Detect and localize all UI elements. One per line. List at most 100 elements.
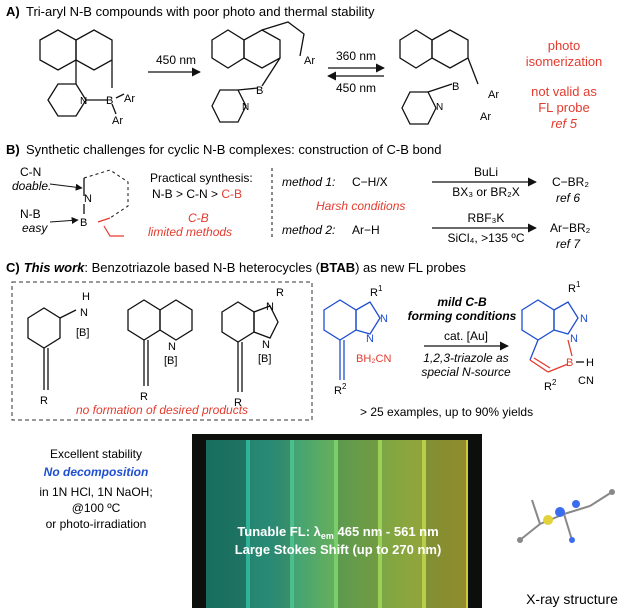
m1-reagent-top: BuLi (474, 165, 498, 179)
atom-n-plus: N (80, 96, 87, 107)
atom-b-sketch: B (80, 217, 87, 229)
atom-b-a2: B (256, 85, 263, 97)
bh2cn-label: BH₂CN (356, 353, 391, 365)
r2-reactant: R2 (334, 382, 347, 397)
substrate-benzimidazole: R R N N [B] (221, 287, 284, 409)
molecule-a1: N B Ar Ar (39, 29, 135, 127)
m2-ref: ref 7 (556, 237, 581, 251)
atom-b: B (106, 95, 113, 107)
fluorescence-photo: Tunable FL: λem 465 nm - 561 nm Large St… (192, 434, 482, 608)
xray-label: X-ray structure (526, 591, 618, 607)
m1-product: C−BR₂ (552, 175, 589, 189)
m2-reagent-bottom: SiCl₄, >135 ºC (448, 231, 525, 245)
molecule-a3: B N Ar Ar (399, 29, 499, 125)
examples-text: > 25 examples, up to 90% yields (360, 405, 533, 419)
harsh-conditions: Harsh conditions (316, 199, 405, 213)
section-b: B) Synthetic challenges for cyclic N-B c… (6, 142, 591, 251)
section-b-title: Synthetic challenges for cyclic N-B comp… (26, 142, 441, 157)
btab-reactant: R1 N N BH₂CN R2 (323, 284, 391, 397)
cn-note: doable. (12, 179, 51, 193)
substrate-quinoline: R N [B] (127, 299, 193, 403)
tunable-fl: Tunable FL: λem 465 nm - 561 nm (237, 524, 438, 541)
method2-label: method 2: (282, 223, 335, 237)
b-sub2: [B] (164, 355, 177, 367)
r2-product: R2 (544, 378, 557, 393)
cb-note: limited methods (148, 225, 232, 239)
arrow-label-450b: 450 nm (336, 81, 376, 95)
nb-label: N-B (20, 207, 41, 221)
atom-ar-2: Ar (112, 115, 123, 127)
b-product: B (566, 357, 573, 369)
bottom-section: Excellent stability No decomposition in … (39, 434, 618, 608)
atom-n-a3: N (436, 102, 443, 113)
section-b-letter: B) (6, 142, 20, 157)
atom-ar-1: Ar (124, 93, 135, 105)
n-top-sub3: N (266, 301, 274, 313)
n-sub1: N (80, 307, 88, 319)
nb-note: easy (22, 221, 48, 235)
r1-product: R1 (568, 280, 581, 295)
section-c: C)This work: Benzotriazole based N-B het… (6, 260, 594, 421)
xray-structure (517, 489, 615, 543)
m2-reagent-top: RBF₃K (468, 211, 505, 225)
cn-label: C-N (20, 165, 41, 179)
cyclic-nb-sketch: N B (49, 169, 129, 237)
atom-n: N (84, 193, 92, 205)
r1-reactant: R1 (370, 284, 383, 299)
r-sub2: R (140, 391, 148, 403)
method1-sub: C−H/X (352, 175, 388, 189)
side-ref-5: ref 5 (551, 116, 578, 131)
atom-ar-a2: Ar (304, 55, 315, 67)
catalyst-label: cat. [Au] (444, 329, 488, 343)
side-fl-probe: FL probe (538, 100, 590, 115)
section-c-title: C)This work: Benzotriazole based N-B het… (6, 260, 466, 275)
atom-ar-a3a: Ar (488, 89, 499, 101)
practical-label: Practical synthesis: (150, 171, 253, 185)
h-sub1: H (82, 291, 90, 303)
atom-b-a3: B (452, 81, 459, 93)
forming-conditions: forming conditions (408, 309, 517, 323)
b-sub1: [B] (76, 327, 89, 339)
stokes-shift: Large Stokes Shift (up to 270 nm) (235, 542, 442, 557)
side-photo: photo (548, 38, 581, 53)
failed-substrates-box (11, 281, 313, 421)
r-sub3: R (234, 397, 242, 409)
mild-cb: mild C-B (437, 295, 487, 309)
r-top-sub3: R (276, 287, 284, 299)
section-a-letter: A) (6, 4, 20, 19)
h-product: H (586, 357, 594, 369)
section-a: A) Tri-aryl N-B compounds with poor phot… (6, 4, 602, 131)
triazole-line2: special N-source (421, 365, 511, 379)
excellent-stability: Excellent stability (50, 447, 142, 461)
triazole-line1: 1,2,3-triazole as (423, 351, 508, 365)
side-not-valid: not valid as (531, 84, 597, 99)
atom-ar-a3b: Ar (480, 111, 491, 123)
n-product-a: N (580, 313, 588, 325)
no-decomposition: No decomposition (44, 465, 149, 479)
order-black: N-B > C-N > C-B (152, 187, 242, 201)
m1-ref: ref 6 (556, 191, 580, 205)
method2-sub: Ar−H (352, 223, 380, 237)
no-formation-text: no formation of desired products (76, 403, 248, 417)
arrow-label-450: 450 nm (156, 53, 196, 67)
arrow-label-360: 360 nm (336, 49, 376, 63)
b-sub3: [B] (258, 353, 271, 365)
condition-photo: or photo-irradiation (46, 517, 147, 531)
n-reactant-a: N (380, 313, 388, 325)
n-bottom-sub3: N (262, 339, 270, 351)
section-a-title: Tri-aryl N-B compounds with poor photo a… (26, 4, 375, 19)
condition-temp: @100 ºC (72, 501, 121, 515)
method1-label: method 1: (282, 175, 335, 189)
substrate-aniline: R H N [B] (27, 291, 90, 407)
m1-reagent-bottom: BX₃ or BR₂X (452, 185, 520, 199)
molecule-a2: B N Ar (211, 21, 315, 123)
m2-product: Ar−BR₂ (550, 221, 591, 235)
n-sub2: N (168, 341, 176, 353)
n-product-b: N (570, 333, 578, 345)
n-reactant-b: N (366, 333, 374, 345)
atom-n-a2: N (242, 102, 249, 113)
btab-product: R1 N N B H CN R2 (521, 280, 594, 393)
side-isomerization: isomerization (526, 54, 603, 69)
r-sub1: R (40, 395, 48, 407)
